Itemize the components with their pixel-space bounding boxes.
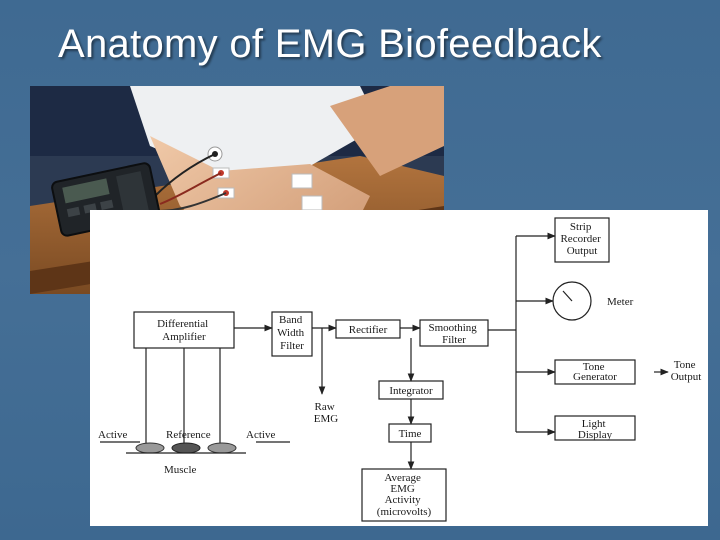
smoothing-filter-box — [419, 319, 489, 347]
band-width-filter-box — [271, 311, 313, 357]
average-emg-box — [361, 468, 447, 522]
integrator-label: Integrator — [389, 385, 433, 397]
active-left-label: Active — [98, 429, 127, 441]
slide-title: Anatomy of EMG Biofeedback — [58, 22, 602, 66]
average-emg-label: Average EMG Activity (microvolts) — [377, 472, 432, 518]
light-display-label: Light Display — [578, 418, 613, 441]
band-width-filter-label: Band Width Filter — [277, 314, 307, 352]
smoothing-filter-label: Smoothing Filter — [428, 322, 479, 346]
tone-output-label: Tone Output — [671, 359, 702, 383]
raw-emg-label: Raw EMG — [314, 401, 339, 425]
active-right-label: Active — [246, 429, 275, 441]
emg-block-diagram: Differential Amplifier Band Width Filter… — [90, 210, 708, 526]
rectifier-label: Rectifier — [349, 324, 388, 336]
differential-amplifier-label: Differential Amplifier — [157, 318, 211, 343]
electrode-reference — [171, 442, 201, 454]
strip-recorder-box — [554, 217, 610, 263]
light-display-box — [554, 415, 636, 441]
electrode-active-left — [135, 442, 165, 454]
reference-label: Reference — [166, 429, 211, 441]
muscle-label: Muscle — [164, 464, 197, 476]
electrode-active-right — [207, 442, 237, 454]
tone-generator-label: Tone Generator — [573, 361, 617, 383]
time-label: Time — [399, 428, 422, 440]
meter-label: Meter — [607, 296, 634, 308]
strip-recorder-label: Strip Recorder Output — [560, 221, 603, 257]
